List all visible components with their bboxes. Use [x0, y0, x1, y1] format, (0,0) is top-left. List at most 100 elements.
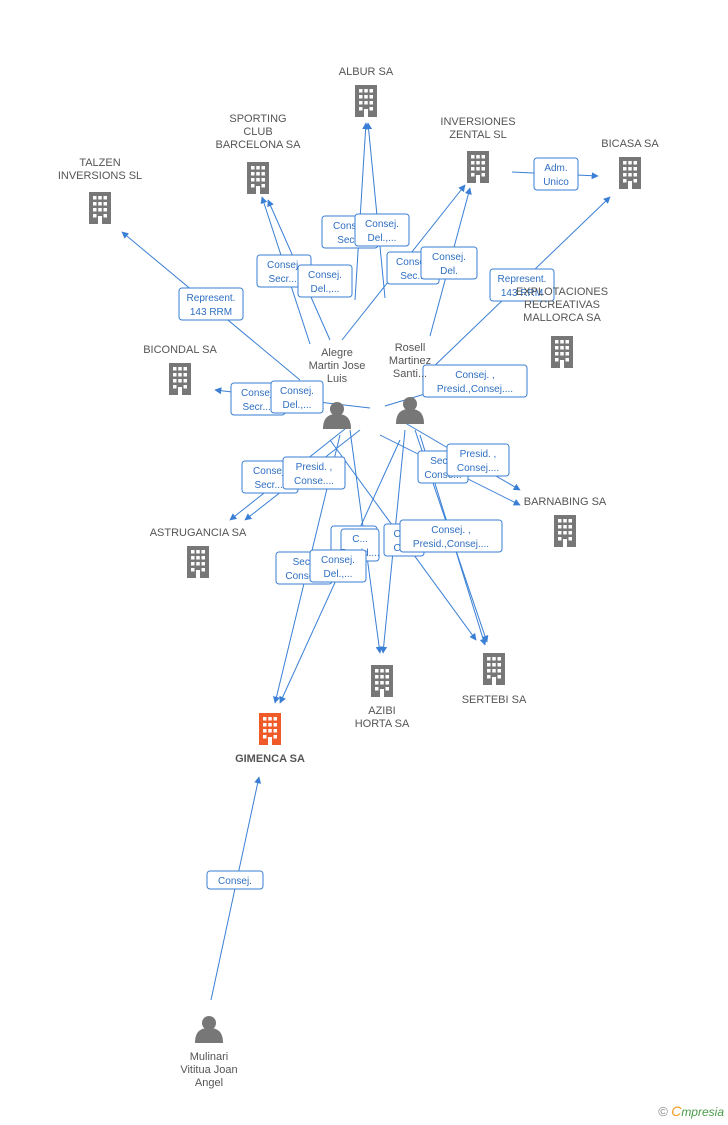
company-node-bicasa[interactable]: BICASA SA [601, 138, 659, 189]
edge-label[interactable]: Consej. ,Presid.,Consej.... [422, 364, 528, 398]
edge-label-box [422, 364, 528, 398]
node-label: MALLORCA SA [523, 312, 601, 324]
building-icon [89, 192, 111, 224]
edge-label-text: 143 RRM [190, 307, 232, 318]
edge-labels-layer: Consej. Sec... Consej. Del.,... Adm. UnicoCon… [178, 157, 579, 890]
edge-label-box [309, 549, 367, 583]
edge-label-text: 143 RRM [501, 288, 543, 299]
node-label: HORTA SA [355, 718, 410, 730]
edge-label-text: Consej. [321, 555, 355, 566]
node-label: EXPLOTACIONES [516, 286, 608, 298]
company-node-sertebi[interactable]: SERTEBI SA [462, 653, 527, 706]
building-icon [467, 151, 489, 183]
node-label: Rosell [395, 342, 426, 354]
edge-label[interactable]: Consej.Del.,... [297, 264, 353, 298]
edge-line [354, 122, 370, 301]
edge-label-text: Conse.... [294, 476, 334, 487]
node-label: Santi... [393, 368, 427, 380]
edge-label-text: Consej. , [455, 370, 494, 381]
node-label: BICASA SA [601, 138, 659, 150]
edge-label-box [206, 870, 264, 890]
edge-label-text: Unico [543, 177, 569, 188]
company-node-bicondal[interactable]: BICONDAL SA [143, 344, 217, 395]
edge-label-text: Represent. [498, 274, 547, 285]
node-label: BARCELONA SA [216, 139, 302, 151]
node-label: Luis [327, 373, 348, 385]
edge-label[interactable]: Consej. Del.,... [270, 380, 324, 414]
edge-label-text: Adm. [544, 163, 567, 174]
edge-label-text: Consej. [308, 270, 342, 281]
edge-label[interactable]: Consej. Del. [420, 246, 478, 280]
edge-label-box [178, 287, 244, 321]
node-label: INVERSIONS SL [58, 170, 142, 182]
node-label: ZENTAL SL [449, 129, 506, 141]
edge-label[interactable]: Represent. 143 RRM [489, 268, 555, 302]
node-label: Alegre [321, 347, 353, 359]
edge-label-text: Consej. [333, 221, 367, 232]
edge-label[interactable]: Consej. [206, 870, 264, 890]
building-icon [187, 546, 209, 578]
edge-label[interactable]: Presid. ,Consej.... [446, 443, 510, 477]
edge-label-text: Del.,... [283, 400, 312, 411]
edge-label-text: Consej. [218, 876, 252, 887]
building-icon [259, 713, 281, 745]
node-label: INVERSIONES [440, 116, 515, 128]
node-label: Mulinari [190, 1051, 229, 1063]
building-icon [247, 162, 269, 194]
company-node-barnabing[interactable]: BARNABING SA [524, 496, 607, 547]
building-icon [371, 665, 393, 697]
edge-label-text: Presid. , [296, 462, 333, 473]
node-label: SERTEBI SA [462, 694, 527, 706]
edge-label-box [420, 246, 478, 280]
edge-label[interactable]: Represent. 143 RRM [178, 287, 244, 321]
node-label: RECREATIVAS [524, 299, 600, 311]
edge-label-text: Del. [440, 266, 458, 277]
edge-label-text: Consej. [432, 252, 466, 263]
edge-label-text: Sec... [337, 235, 363, 246]
edge-label-box [399, 519, 503, 553]
edge-label-box [446, 443, 510, 477]
node-label: Martin Jose [309, 360, 366, 372]
edge-label-text: Consej. [396, 257, 430, 268]
edge-label-text: Consej. [280, 386, 314, 397]
edge-label-text: Secr.... [268, 274, 299, 285]
edge-label-text: Conse... [285, 571, 322, 582]
node-label: GIMENCA SA [235, 753, 305, 765]
person-node-rosell[interactable]: RosellMartinezSanti... [389, 342, 431, 424]
edge-label-text: Secr. [293, 557, 316, 568]
edge-label-box [489, 268, 555, 302]
edge-label-text: Presid.,Consej.... [413, 539, 489, 550]
building-icon [355, 85, 377, 117]
edge-label-text: Consej.... [457, 463, 499, 474]
edge-label-text: Represent. [187, 293, 236, 304]
edge-label[interactable]: Adm. Unico [533, 157, 579, 191]
company-node-astrugancia[interactable]: ASTRUGANCIA SA [150, 527, 247, 578]
edge-label-box [354, 213, 410, 247]
edge-label-text: Secr.... [254, 480, 285, 491]
edge-label[interactable]: Consej.Del.,... [354, 213, 410, 247]
edge-label-box [282, 456, 346, 490]
edge-label-text: Sec... [400, 271, 426, 282]
edge-label-text: Del.,... [324, 569, 353, 580]
company-node-albur[interactable]: ALBUR SA [339, 66, 394, 117]
person-icon [323, 402, 351, 429]
node-label: SPORTING [229, 113, 286, 125]
edge-label[interactable]: Consej. Del.,... [309, 549, 367, 583]
edge-label[interactable]: Presid. , Conse.... [282, 456, 346, 490]
person-icon [195, 1016, 223, 1043]
node-label: Vititua Joan [180, 1064, 237, 1076]
node-label: AZIBI [368, 705, 396, 717]
company-node-gimenca[interactable]: GIMENCA SA [235, 713, 305, 765]
edge-label[interactable]: Consej. ,Presid.,Consej.... [399, 519, 503, 553]
empresia-logo: © Cmpresia [658, 1103, 724, 1119]
edge-label-text: Consej. [253, 466, 287, 477]
